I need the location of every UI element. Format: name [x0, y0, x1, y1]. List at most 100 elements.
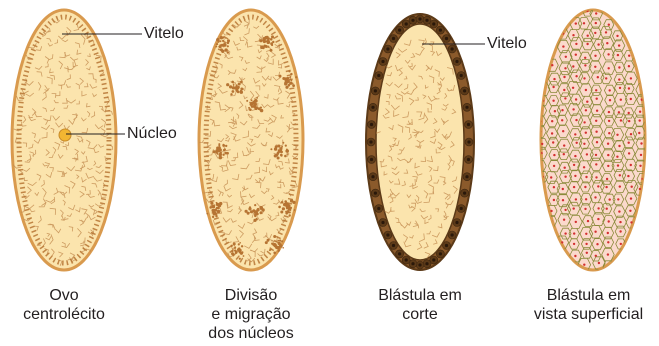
label-vitelo-blastula: Vitelo: [487, 34, 527, 53]
blastoderm-cell-nucleus: [451, 233, 454, 236]
cell-nucleus: [575, 119, 577, 121]
cell-nucleus: [607, 165, 609, 167]
cell-nucleus: [552, 100, 554, 102]
cell-nucleus: [628, 112, 630, 114]
cell-nucleus: [620, 243, 622, 245]
cell-nucleus: [630, 77, 632, 79]
cell-nucleus: [585, 233, 587, 235]
cell-nucleus: [628, 55, 630, 57]
cell-nucleus: [628, 142, 630, 144]
caption-line: Blástula em: [518, 286, 659, 305]
cell-nucleus: [596, 243, 598, 245]
cell-nucleus: [553, 154, 555, 156]
blastoderm-cell-nucleus: [460, 207, 463, 210]
cell-nucleus: [630, 98, 632, 100]
cell-nucleus: [586, 43, 588, 45]
cell-nucleus: [583, 22, 585, 24]
cell-nucleus: [607, 143, 609, 145]
cell-nucleus: [607, 253, 609, 255]
cell-nucleus: [639, 165, 641, 167]
cell-nucleus: [618, 78, 620, 80]
cell-nucleus: [574, 255, 576, 257]
blastoderm-cell-nucleus: [445, 37, 448, 40]
blastoderm-cell-nucleus: [445, 244, 448, 247]
cell-nucleus: [597, 218, 599, 220]
cell-nucleus: [583, 143, 585, 145]
blastoderm-cell-nucleus: [432, 22, 435, 25]
cell-nucleus: [639, 188, 641, 190]
blastoderm-cell-nucleus: [439, 252, 442, 255]
caption-line: Blástula em: [354, 286, 486, 305]
blastula-section: [366, 14, 474, 270]
blastoderm-cell-nucleus: [381, 221, 384, 224]
cell-nucleus: [618, 111, 620, 113]
cell-nucleus: [575, 198, 577, 200]
cell-nucleus: [584, 64, 586, 66]
blastoderm-cell-nucleus: [411, 19, 414, 22]
blastoderm-cell-nucleus: [463, 89, 466, 92]
cell-nucleus: [595, 176, 597, 178]
blastoderm-cell-nucleus: [371, 175, 374, 178]
cell-nucleus: [553, 199, 555, 201]
cell-nucleus: [616, 156, 618, 158]
cell-nucleus: [585, 132, 587, 134]
cell-nucleus: [605, 77, 607, 79]
blastoderm-cell-nucleus: [377, 207, 380, 210]
cell-nucleus: [631, 186, 633, 188]
cell-nucleus: [596, 110, 598, 112]
blastoderm-cell-nucleus: [425, 19, 428, 22]
blastoderm-cell-nucleus: [374, 192, 377, 195]
cell-nucleus: [574, 175, 576, 177]
cell-nucleus: [607, 241, 609, 243]
cell-nucleus: [585, 198, 587, 200]
cell-nucleus: [562, 45, 564, 47]
cell-nucleus: [630, 164, 632, 166]
cell-nucleus: [551, 120, 553, 122]
cell-nucleus: [550, 176, 552, 178]
cell-nucleus: [594, 55, 596, 57]
cell-nucleus: [575, 98, 577, 100]
cell-nucleus: [630, 197, 632, 199]
label-vitelo-egg1: Vitelo: [144, 24, 184, 43]
cell-nucleus: [594, 231, 596, 233]
cell-nucleus: [585, 89, 587, 91]
cell-nucleus: [584, 57, 586, 59]
cell-nucleus: [595, 131, 597, 133]
cell-nucleus: [575, 54, 577, 56]
caption-line: Divisão: [189, 286, 313, 305]
cell-nucleus: [563, 76, 565, 78]
caption-line: Ovo: [2, 286, 126, 305]
cell-nucleus: [630, 133, 632, 135]
blastoderm-cell-nucleus: [467, 123, 470, 126]
cell-nucleus: [628, 87, 630, 89]
cell-nucleus: [628, 152, 630, 154]
cell-nucleus: [630, 221, 632, 223]
cell-nucleus: [573, 186, 575, 188]
cell-nucleus: [606, 208, 608, 210]
cell-nucleus: [552, 141, 554, 143]
cell-nucleus: [619, 174, 621, 176]
cell-nucleus: [554, 110, 556, 112]
cell-nucleus: [605, 31, 607, 33]
blastoderm-cell-nucleus: [455, 221, 458, 224]
cell-nucleus: [586, 101, 588, 103]
cell-nucleus: [552, 86, 554, 88]
cell-nucleus: [564, 232, 566, 234]
cell-nucleus: [618, 210, 620, 212]
cell-nucleus: [640, 142, 642, 144]
cell-nucleus: [628, 65, 630, 67]
cell-nucleus: [564, 167, 566, 169]
cell-nucleus: [628, 120, 630, 122]
cell-nucleus: [573, 207, 575, 209]
cell-nucleus: [585, 109, 587, 111]
cell-nucleus: [564, 209, 566, 211]
cell-nucleus: [553, 186, 555, 188]
blastoderm-cell-nucleus: [377, 74, 380, 77]
cell-nucleus: [574, 133, 576, 135]
cell-nucleus: [638, 132, 640, 134]
caption-line: e migração: [189, 305, 313, 324]
cell-nucleus: [596, 141, 598, 143]
blastoderm-cell-nucleus: [425, 262, 428, 265]
cell-nucleus: [572, 34, 574, 36]
cell-nucleus: [583, 166, 585, 168]
